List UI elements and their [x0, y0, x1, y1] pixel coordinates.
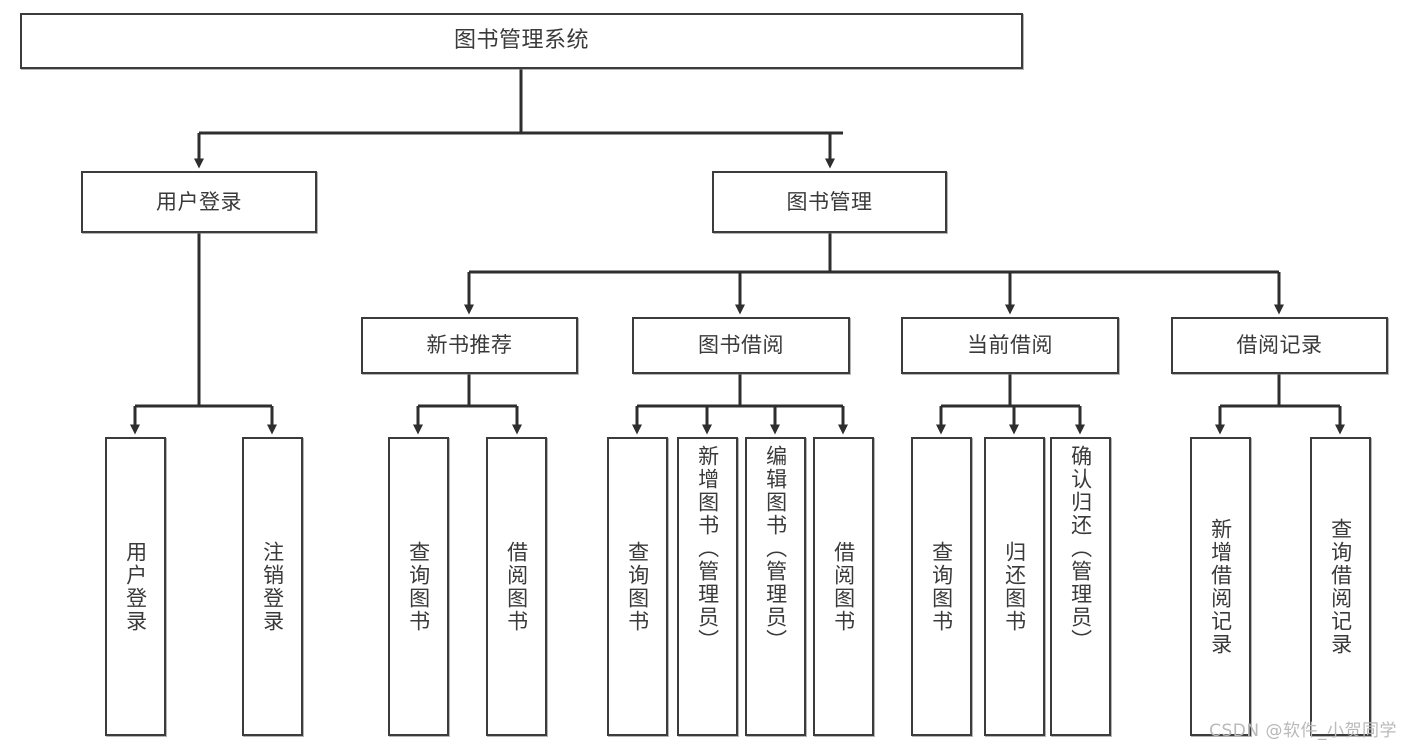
leaf-query-borrowing-record[interactable]: 查询借阅记录 — [1310, 437, 1371, 736]
node-current-borrowing[interactable]: 当前借阅 — [901, 317, 1119, 374]
node-label: 新增借阅记录 — [1208, 517, 1233, 656]
leaf-borrow-book-borrowing[interactable]: 借阅图书 — [813, 437, 874, 736]
node-label: 查询图书 — [406, 540, 431, 633]
node-label: 新增图书（管理员） — [695, 445, 720, 652]
node-label: 图书管理系统 — [453, 28, 589, 54]
leaf-logout[interactable]: 注销登录 — [242, 437, 303, 736]
leaf-query-book-new-recommendation[interactable]: 查询图书 — [388, 437, 449, 736]
node-book-borrowing[interactable]: 图书借阅 — [632, 317, 850, 374]
node-label: 归还图书 — [1002, 540, 1027, 633]
node-borrowing-record[interactable]: 借阅记录 — [1171, 317, 1388, 374]
node-user-login[interactable]: 用户登录 — [81, 171, 317, 233]
leaf-user-login[interactable]: 用户登录 — [105, 437, 166, 736]
node-label: 查询图书 — [929, 540, 954, 633]
leaf-add-borrowing-record[interactable]: 新增借阅记录 — [1190, 437, 1251, 736]
node-label: 新书推荐 — [426, 333, 513, 358]
node-label: 确认归还（管理员） — [1068, 445, 1093, 652]
node-new-book-recommendation[interactable]: 新书推荐 — [361, 317, 578, 374]
node-label: 借阅图书 — [831, 540, 856, 633]
leaf-edit-book-admin[interactable]: 编辑图书（管理员） — [745, 437, 806, 736]
node-label: 借阅记录 — [1236, 333, 1323, 358]
node-label: 用户登录 — [156, 189, 242, 214]
node-label: 查询图书 — [625, 540, 650, 633]
node-label: 注销登录 — [260, 540, 285, 633]
leaf-query-book-borrowing[interactable]: 查询图书 — [607, 437, 668, 736]
csdn-watermark: CSDN @软件_小贺同学 — [1209, 721, 1397, 741]
node-label: 用户登录 — [123, 540, 148, 633]
leaf-query-book-current[interactable]: 查询图书 — [911, 437, 972, 736]
node-label: 当前借阅 — [967, 333, 1053, 358]
node-label: 图书借阅 — [698, 333, 784, 358]
leaf-borrow-book-new-recommendation[interactable]: 借阅图书 — [486, 437, 547, 736]
leaf-add-book-admin[interactable]: 新增图书（管理员） — [677, 437, 738, 736]
node-root-book-management-system[interactable]: 图书管理系统 — [20, 13, 1023, 69]
node-label: 借阅图书 — [504, 540, 529, 633]
node-label: 查询借阅记录 — [1328, 517, 1353, 656]
leaf-confirm-return-admin[interactable]: 确认归还（管理员） — [1050, 437, 1111, 736]
node-label: 编辑图书（管理员） — [763, 445, 788, 652]
node-book-management[interactable]: 图书管理 — [712, 171, 947, 233]
node-label: 图书管理 — [786, 189, 873, 214]
leaf-return-book[interactable]: 归还图书 — [984, 437, 1045, 736]
